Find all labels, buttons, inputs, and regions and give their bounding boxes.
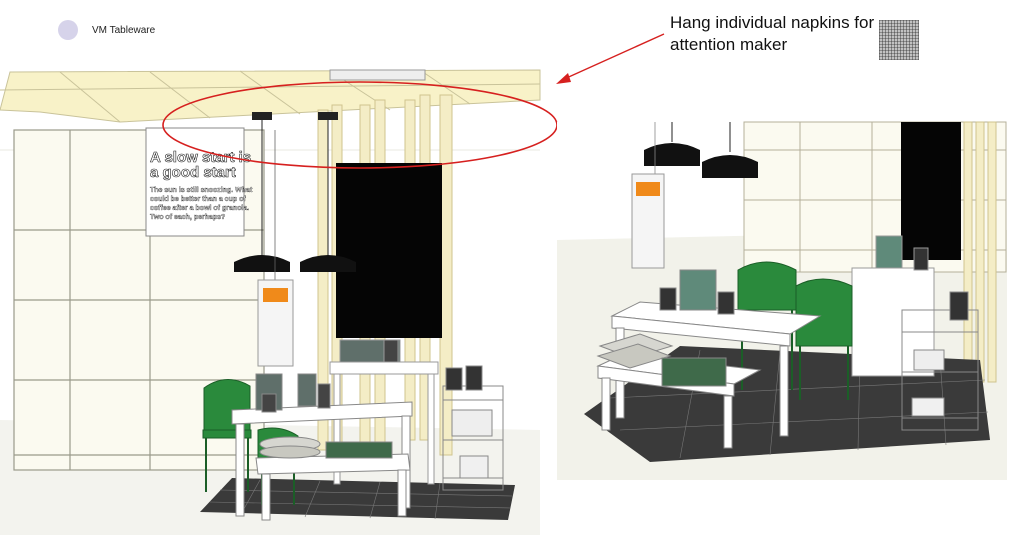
header-dot [58,20,78,40]
right-trolley [901,291,979,431]
annotation-arrow [561,33,665,81]
sign-body-line3: coffee after a bowl of granola. [150,205,249,212]
left-render: A slow start is a good start The sun is … [0,69,541,535]
right-shelving-unit [743,121,1007,273]
left-trolley [442,365,504,491]
left-bench [255,436,411,521]
sign-body-line4: Two of each, perhaps? [150,214,225,221]
right-render [557,121,1007,480]
right-black-panel [901,122,961,260]
napkin-swatch-image [879,20,919,60]
sign-title-line2: a good start [150,164,236,181]
right-slat-wall [963,121,997,383]
left-side-table [329,339,439,485]
right-bench [596,333,762,449]
sign-body-line1: The sun is still snoozing. What [150,187,253,194]
header: VM Tableware [58,20,155,40]
sign-body-line2: could be better than a cup of [150,196,246,203]
right-hanging-tag [631,122,665,269]
right-cabinet [851,235,935,377]
right-pendant-lamps [644,122,758,178]
annotation-text: Hang individual napkins for attention ma… [670,13,875,54]
slow-start-sign: A slow start is a good start The sun is … [145,127,253,237]
left-pendant-lamps [234,112,356,272]
left-hanging-tag [257,130,294,367]
left-black-panel [336,163,442,338]
sign-title-line1: A slow start is [150,149,251,166]
header-label: VM Tableware [92,24,156,36]
arrow-head [556,73,571,84]
